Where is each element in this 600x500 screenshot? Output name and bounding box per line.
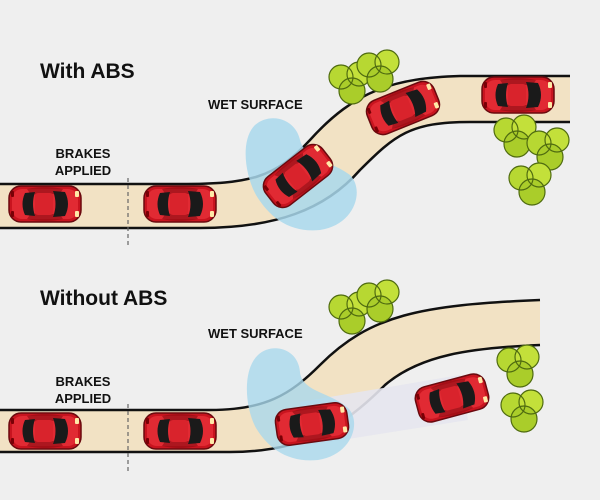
brakes-label-line: APPLIED [54, 163, 112, 178]
car [481, 76, 555, 114]
brakes-label-line: BRAKES [55, 374, 111, 389]
car [143, 185, 217, 223]
without-abs-title: Without ABS [40, 287, 168, 310]
with-abs-scene [0, 49, 570, 246]
brakes-applied-label: BRAKES APPLIED [38, 373, 128, 407]
wet-surface-label: WET SURFACE [208, 97, 303, 112]
brakes-applied-label: BRAKES APPLIED [38, 145, 128, 179]
without-abs-scene [0, 279, 544, 474]
car [8, 412, 82, 450]
car [411, 370, 493, 426]
brakes-label-line: APPLIED [54, 391, 112, 406]
car [8, 185, 82, 223]
car [143, 412, 217, 450]
brakes-label-line: BRAKES [55, 146, 111, 161]
with-abs-title: With ABS [40, 60, 135, 83]
wet-surface-label: WET SURFACE [208, 326, 303, 341]
